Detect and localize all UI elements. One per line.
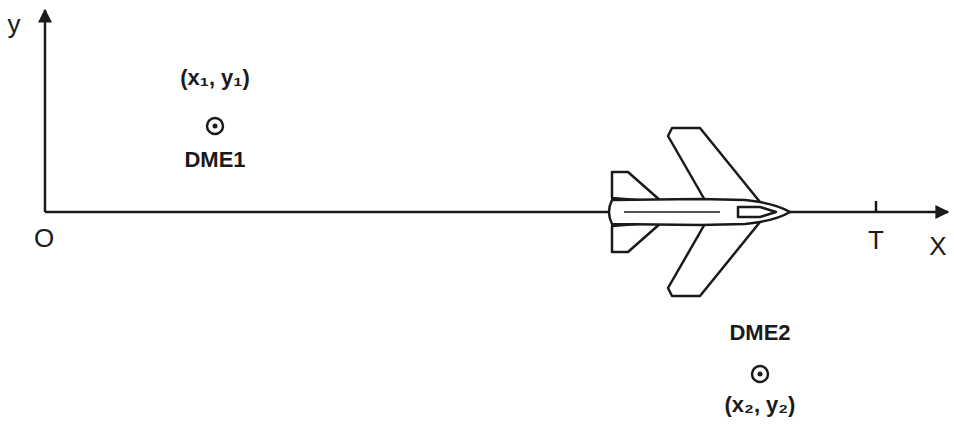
- coordinate-label: (x₁, y₁): [180, 67, 250, 89]
- aircraft: [609, 128, 790, 296]
- station-name: DME2: [729, 322, 790, 344]
- axis-label: X: [929, 233, 946, 259]
- dme-symbol: [752, 366, 768, 382]
- tick-mark: [875, 201, 878, 212]
- y-axis: [44, 10, 47, 212]
- axis-label: y: [8, 11, 21, 37]
- x-axis: [45, 211, 948, 214]
- dme-symbol: [207, 118, 223, 134]
- origin-label: O: [34, 225, 54, 251]
- target-label: T: [868, 227, 884, 253]
- coordinate-label: (x₂, y₂): [725, 394, 796, 416]
- station-name: DME1: [184, 149, 245, 171]
